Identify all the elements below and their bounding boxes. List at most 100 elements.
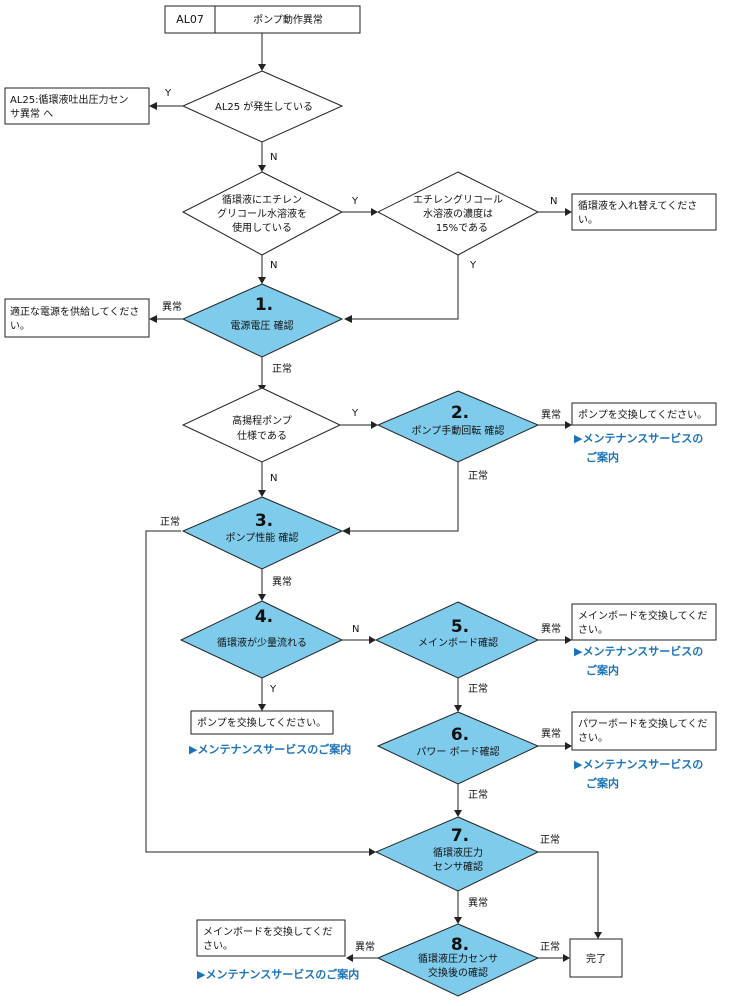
step-3-label: ポンプ性能 確認 — [226, 531, 299, 544]
edge-label-y: Y — [351, 408, 359, 419]
action-al25-line2: サ異常 へ — [10, 107, 53, 120]
maintenance-link-step6-line1[interactable]: ▶メンテナンスサービスの — [574, 757, 703, 771]
decision-glycol-line2: グリコール水溶液を — [217, 207, 307, 220]
edge-label-normal: 正常 — [468, 788, 488, 801]
maintenance-link-step2-line1[interactable]: ▶メンテナンスサービスの — [574, 431, 703, 445]
step-7: 7. 循環液圧力 センサ確認 — [374, 816, 540, 892]
edge-label-abnormal: 異常 — [162, 300, 182, 313]
step-3: 3. ポンプ性能 確認 — [181, 496, 344, 570]
maintenance-link-step5[interactable]: ▶メンテナンスサービスの ご案内 — [574, 644, 703, 677]
decision-conc-line2: 水溶液の濃度は — [423, 207, 493, 220]
action-done-text: 完了 — [586, 952, 606, 965]
decision-highlift-line2: 仕様である — [237, 429, 287, 442]
maintenance-link-step5-line2[interactable]: ご案内 — [586, 663, 619, 677]
edge-label-normal: 正常 — [468, 682, 488, 695]
step-8-label-line2: 交換後の確認 — [428, 966, 488, 979]
maintenance-link-step8[interactable]: ▶メンテナンスサービスのご案内 — [197, 967, 359, 981]
alarm-title: ポンプ動作異常 — [253, 13, 323, 26]
edge-label-y: Y — [269, 684, 277, 695]
edge-label-y: Y — [351, 196, 359, 207]
step-5-number: 5. — [451, 617, 469, 637]
action-main-board-step5: メインボードを交換してくだ さい。 — [571, 603, 717, 641]
step-6-number: 6. — [451, 725, 469, 745]
action-main-board-step8: メインボードを交換してくだ さい。 — [196, 919, 346, 957]
step-5-label: メインボード確認 — [418, 636, 498, 649]
step-8-number: 8. — [451, 935, 469, 955]
action-supply-power-line1: 適正な電源を供給してくださ — [10, 305, 139, 318]
step-4: 4. 循環液が少量流れる — [179, 600, 344, 679]
decision-glycol-line1: 循環液にエチレン — [222, 193, 302, 206]
step-7-label-line2: センサ確認 — [433, 860, 483, 873]
alarm-code: AL07 — [176, 13, 204, 26]
action-done: 完了 — [569, 938, 623, 978]
action-pump-replace-step4-text: ポンプを交換してください。 — [197, 716, 326, 729]
decision-high-lift: 高揚程ポンプ 仕様である — [181, 387, 342, 463]
decision-conc-line3: 15%である — [436, 222, 488, 234]
edge-label-normal: 正常 — [160, 515, 180, 528]
maintenance-link-step6[interactable]: ▶メンテナンスサービスの ご案内 — [574, 757, 703, 790]
decision-al25: AL25 が発生している — [181, 70, 344, 143]
arrowheads — [149, 64, 602, 962]
step-1-number: 1. — [255, 295, 273, 315]
step-8-label-line1: 循環液圧力センサ — [418, 952, 498, 965]
step-2-number: 2. — [451, 403, 469, 423]
action-power-board-step6: パワーボードを交換してくだ さい。 — [571, 711, 717, 751]
step-3-number: 3. — [255, 511, 273, 531]
maintenance-link-step4[interactable]: ▶メンテナンスサービスのご案内 — [189, 742, 351, 756]
edge-label-normal: 正常 — [468, 469, 488, 482]
decision-glycol: 循環液にエチレン グリコール水溶液を 使用している — [181, 171, 344, 256]
connectors — [145, 33, 599, 959]
header-box: AL07 ポンプ動作異常 — [164, 5, 361, 34]
step-1: 1. 電源電圧 確認 — [181, 283, 344, 358]
step-4-label: 循環液が少量流れる — [217, 636, 307, 649]
edge-labels: Y N Y N Y N 異常 正常 Y 異常 N 正常 正常 異常 N 異常 Y… — [160, 88, 561, 953]
decision-conc-line1: エチレングリコール — [413, 193, 503, 206]
action-pump-replace-step4: ポンプを交換してください。 — [190, 710, 334, 735]
edge-label-abnormal: 異常 — [541, 408, 561, 421]
edge-label-n: N — [550, 196, 557, 207]
action-main-board-step8-line2: さい。 — [203, 940, 233, 952]
step-6-label: パワー ボード確認 — [416, 745, 499, 758]
action-power-board-step6-line1: パワーボードを交換してくだ — [578, 717, 707, 730]
action-replace-fluid: 循環液を入れ替えてくださ い。 — [571, 193, 717, 231]
edge-label-abnormal: 異常 — [272, 575, 292, 588]
edge-label-n: N — [352, 624, 359, 635]
maintenance-link-step2-line2[interactable]: ご案内 — [586, 450, 619, 464]
edge-label-n: N — [270, 473, 277, 484]
maintenance-link-step5-line1[interactable]: ▶メンテナンスサービスの — [574, 644, 703, 658]
step-2: 2. ポンプ手動回転 確認 — [376, 390, 540, 463]
edge-label-n: N — [270, 152, 277, 163]
action-main-board-step8-line1: メインボードを交換してくだ — [203, 925, 332, 938]
step-6: 6. パワー ボード確認 — [376, 711, 540, 785]
action-main-board-step5-line2: さい。 — [578, 624, 608, 636]
edge-label-normal: 正常 — [540, 833, 560, 846]
edge-label-abnormal: 異常 — [541, 622, 561, 635]
edge-label-n: N — [270, 260, 277, 271]
decision-glycol-line3: 使用している — [232, 221, 292, 234]
step-7-label-line1: 循環液圧力 — [433, 846, 483, 859]
edge-label-y: Y — [469, 260, 477, 271]
step-8: 8. 循環液圧力センサ 交換後の確認 — [376, 923, 540, 997]
edge-label-normal: 正常 — [272, 362, 292, 375]
action-al25: AL25:循環液吐出圧力セン サ異常 へ — [4, 87, 150, 125]
edge-label-abnormal: 異常 — [355, 940, 375, 953]
action-supply-power: 適正な電源を供給してくださ い。 — [4, 298, 150, 338]
alarm-title-cell — [214, 5, 361, 34]
maintenance-link-step6-line2[interactable]: ご案内 — [586, 776, 619, 790]
maintenance-link-step2[interactable]: ▶メンテナンスサービスの ご案内 — [574, 431, 703, 464]
step-2-label: ポンプ手動回転 確認 — [412, 424, 505, 437]
step-5: 5. メインボード確認 — [374, 601, 540, 679]
action-power-board-step6-line2: さい。 — [578, 732, 608, 744]
decision-concentration: エチレングリコール 水溶液の濃度は 15%である — [376, 171, 540, 256]
edge-label-normal: 正常 — [540, 940, 560, 953]
decision-highlift-line1: 高揚程ポンプ — [232, 414, 292, 427]
action-pump-replace-step2: ポンプを交換してください。 — [571, 402, 717, 426]
step-7-number: 7. — [451, 826, 469, 846]
step-1-label: 電源電圧 確認 — [230, 319, 293, 332]
edge-label-abnormal: 異常 — [468, 896, 488, 909]
action-pump-replace-step2-text: ポンプを交換してください。 — [578, 408, 707, 421]
action-main-board-step5-line1: メインボードを交換してくだ — [578, 609, 707, 622]
action-replace-fluid-line2: い。 — [578, 215, 598, 226]
edge-label-abnormal: 異常 — [541, 727, 561, 740]
